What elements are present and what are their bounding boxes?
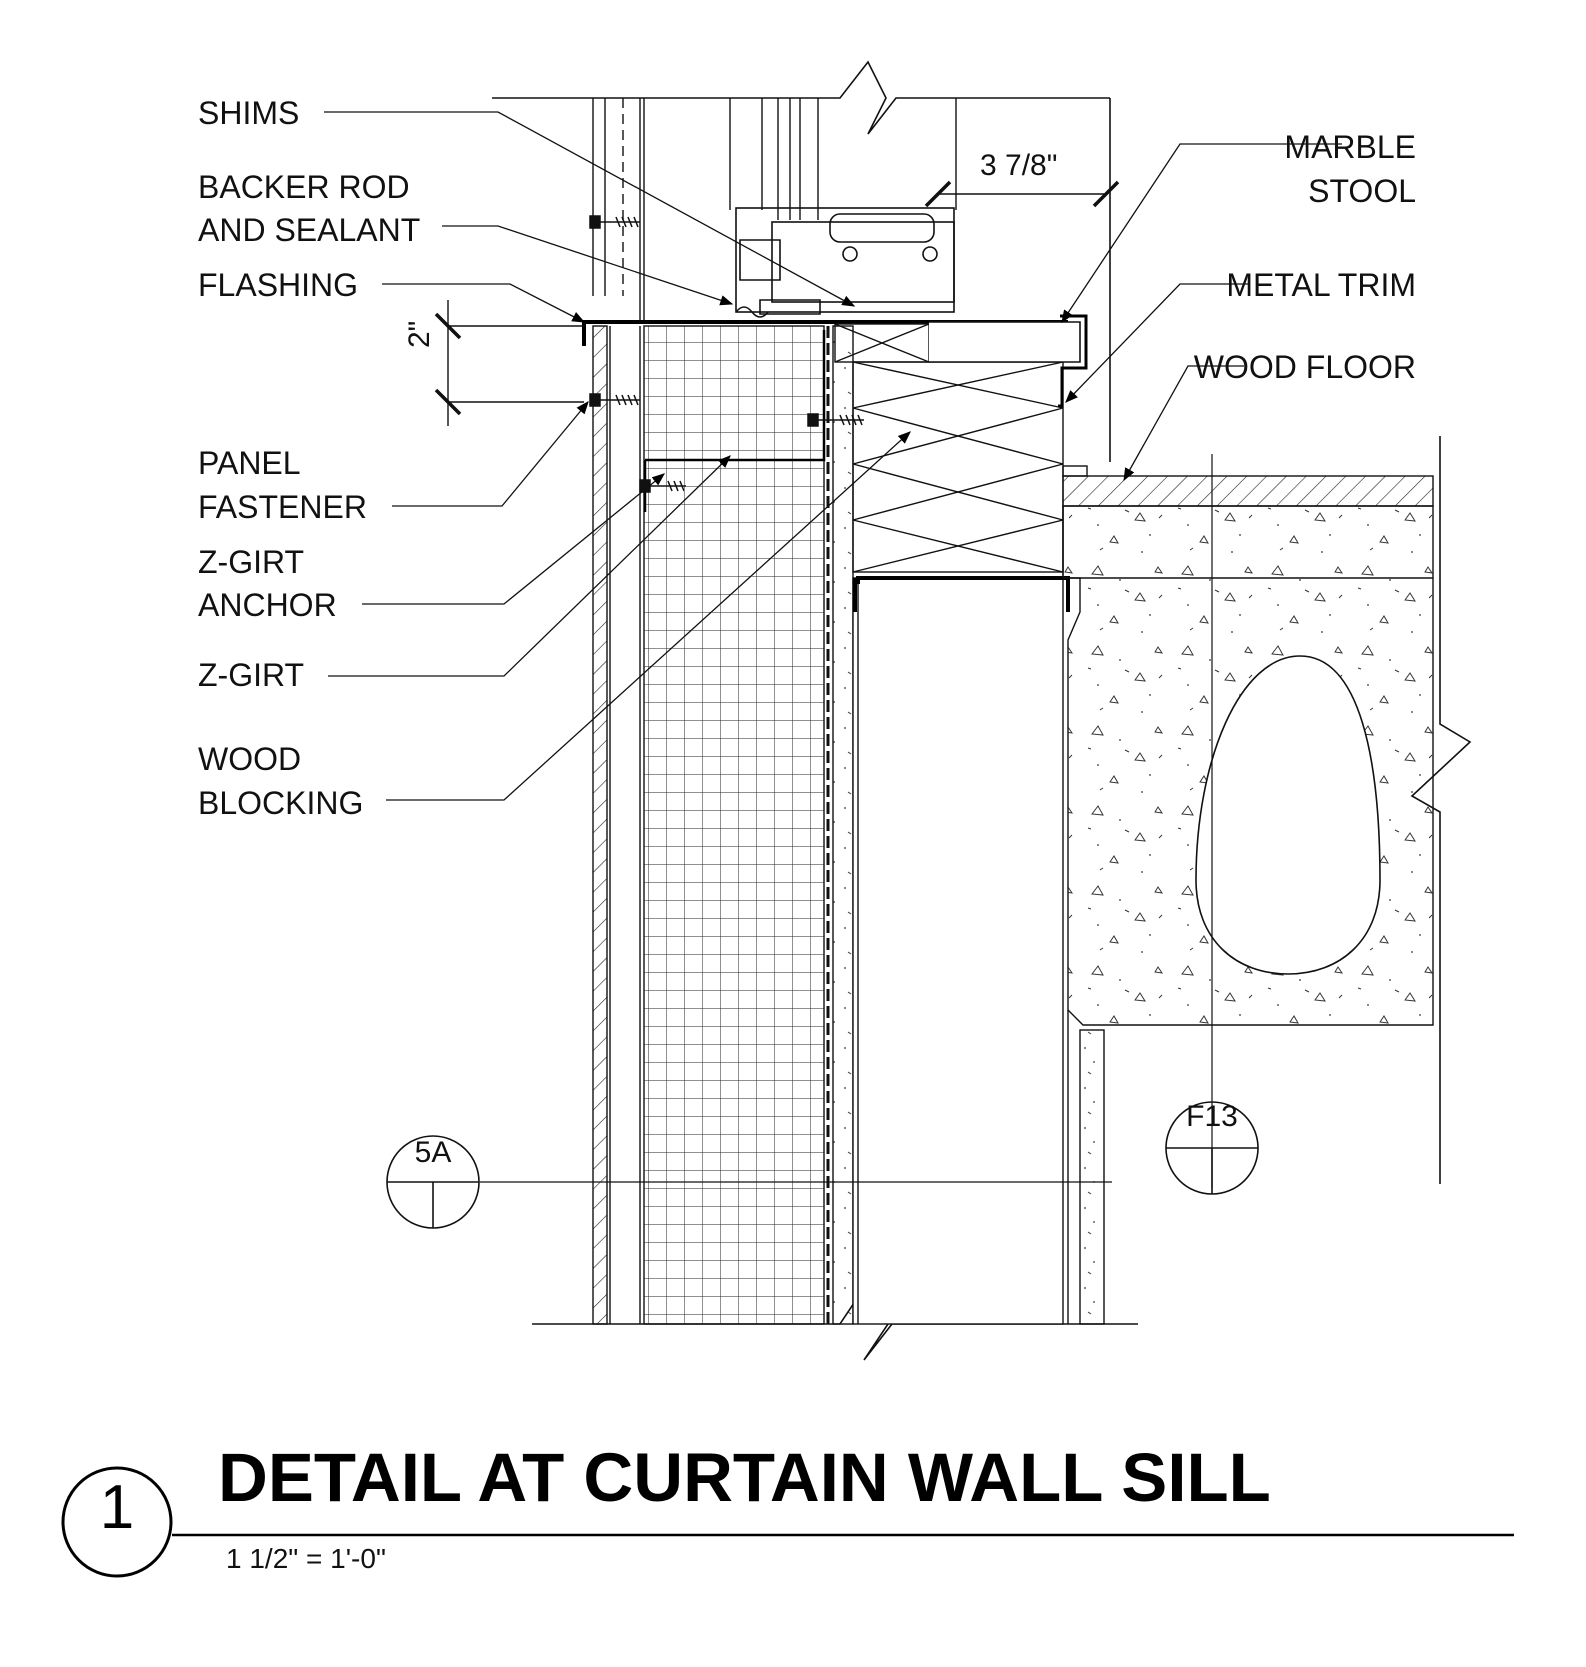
label-marble: MARBLE [1284, 129, 1416, 165]
detail-number-circle [61, 1466, 173, 1578]
label-flashing: FLASHING [198, 267, 359, 303]
top-break-line [492, 60, 1111, 462]
sheathing [832, 325, 854, 1325]
fasteners [589, 215, 864, 493]
section-tag-f13 [1165, 1101, 1259, 1195]
label-wood-floor: WOOD FLOOR [1193, 349, 1416, 385]
label-zgirt: Z-GIRT [198, 657, 305, 693]
label-wood: WOOD [198, 741, 302, 777]
metal-panel [592, 325, 608, 1325]
detail-number: 1 [99, 1473, 135, 1542]
slab-break-line [1410, 436, 1472, 1184]
label-fastener: FASTENER [198, 489, 367, 525]
detail-scale: 1 1/2" = 1'-0" [226, 1543, 386, 1574]
section-tag-5a [386, 1135, 480, 1229]
dimension-height [434, 300, 584, 426]
z-girt [645, 330, 826, 462]
dimension-width-text: 3 7/8" [980, 149, 1058, 182]
label-panel: PANEL [198, 445, 301, 481]
label-sealant: AND SEALANT [198, 212, 421, 248]
detail-title: DETAIL AT CURTAIN WALL SILL [218, 1439, 1271, 1516]
label-shims: SHIMS [198, 95, 300, 131]
rigid-insulation [643, 325, 825, 1325]
label-zgirt-anchor-1: Z-GIRT [198, 544, 305, 580]
label-backer-rod: BACKER ROD [198, 169, 410, 205]
stud-cavity [852, 577, 1064, 1325]
label-zgirt-anchor-2: ANCHOR [198, 587, 337, 623]
label-metal-trim: METAL TRIM [1226, 267, 1416, 303]
metal-trim [1058, 314, 1088, 408]
dimension-width [924, 180, 1120, 208]
marble-stool [929, 321, 1081, 363]
label-blocking: BLOCKING [198, 785, 364, 821]
label-stool: STOOL [1308, 173, 1416, 209]
leader-lines [324, 111, 1342, 801]
lower-wall [1079, 1029, 1105, 1325]
wood-floor [1062, 475, 1434, 507]
hollow-core-void [1195, 655, 1381, 975]
dimension-height-text: 2" [403, 320, 436, 348]
section-tag-f13-text: F13 [1186, 1100, 1238, 1133]
section-tag-5a-text: 5A [414, 1136, 452, 1169]
